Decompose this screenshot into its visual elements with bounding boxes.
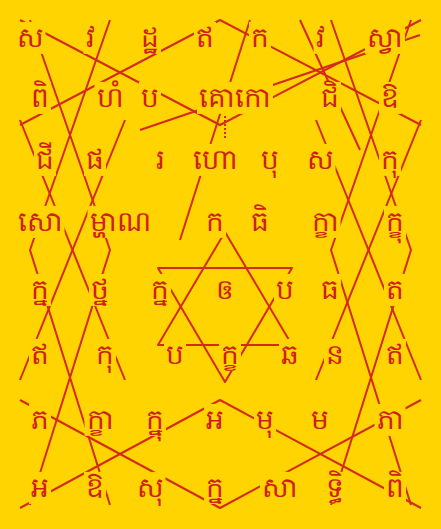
yantra-line (331, 20, 411, 505)
yantra-letter: ក (204, 206, 226, 238)
yantra-letter: សុ (135, 472, 166, 504)
yantra-letter: ដ្ឋ (139, 22, 161, 54)
yantra-line (20, 120, 125, 380)
yantra-letter: មុ (254, 404, 276, 436)
yantra-letter: គោកោ (197, 82, 273, 114)
yantra-letter: ក្ខ (219, 339, 241, 371)
yantra-letter: កុ (94, 339, 116, 371)
yantra-line (20, 400, 421, 508)
yantra-line (300, 20, 360, 150)
yantra-letter: ហំ (95, 82, 126, 114)
yantra-line (158, 268, 292, 382)
yantra-line (158, 232, 292, 345)
yantra-letter: ឆ (279, 339, 301, 371)
yantra-letter: ឱ (84, 472, 106, 504)
yantra-line (20, 400, 421, 508)
yantra-letter: ក្នុ (144, 404, 166, 436)
yantra-letter: ស្វា (365, 22, 405, 54)
yantra-letter: ស (305, 144, 336, 176)
yantra-letter: សា (260, 472, 300, 504)
yantra-letter: ត (384, 274, 406, 306)
yantra-letter: ន (324, 339, 346, 371)
yantra-letter: ទ្ធិ (324, 472, 346, 504)
yantra-letter: ពិ (384, 472, 406, 504)
yantra-letter: វ (84, 22, 97, 54)
yantra-line (20, 20, 421, 125)
yantra-letter: ឥ (384, 339, 406, 371)
yantra-line (180, 20, 250, 240)
yantra-letter: ក្ន (149, 274, 171, 306)
yantra-letter: ប (139, 82, 161, 114)
yantra-letter: ម (309, 404, 331, 436)
yantra-letter: ហោ (191, 144, 240, 176)
yantra-letter: ជី (34, 144, 56, 176)
yantra-letter: រ (154, 144, 167, 176)
yantra-line (331, 20, 411, 505)
yantra-letter: កុ (379, 144, 401, 176)
yantra-letter: ពិ (29, 82, 51, 114)
yantra-letter: ថ្ន (89, 274, 111, 306)
yantra-line (224, 112, 226, 140)
yantra-letter: ឥ (29, 339, 51, 371)
yantra-letter: ធ (319, 274, 341, 306)
yantra-letter: ឥ (194, 22, 216, 54)
yantra-letter: បុ (259, 144, 281, 176)
yantra-letter: ក្ខា (85, 404, 116, 436)
yantra-letter: ក (249, 22, 271, 54)
yantra-letter: ក្ខា (310, 206, 341, 238)
yantra-letter: អ (204, 404, 226, 436)
yantra-line (20, 120, 125, 380)
yantra-letter: ប (164, 339, 186, 371)
yantra-letter: ក្ខុ (384, 206, 406, 238)
yantra-letter: ភ (29, 404, 51, 436)
yantra-line (20, 20, 421, 125)
yantra-letter: ជិ (319, 82, 341, 114)
yantra-letter: ក្ន (204, 472, 226, 504)
yantra-letter: ម្ហាណ (88, 206, 153, 238)
yantra-letter: សោ (16, 206, 65, 238)
yantra-letter: អ (29, 472, 51, 504)
yantra-letter: ឲ (214, 274, 236, 306)
yantra-letter: ភា (375, 404, 406, 436)
yantra-letter: វ (314, 22, 327, 54)
yantra-letter: ផ (84, 144, 106, 176)
yantra-letter: ក្ន (29, 274, 51, 306)
yantra-letter: ប (274, 274, 296, 306)
yantra-letter: ឱ (379, 82, 401, 114)
yantra-letter: ស (15, 22, 46, 54)
yantra-letter: ធិ (249, 206, 271, 238)
